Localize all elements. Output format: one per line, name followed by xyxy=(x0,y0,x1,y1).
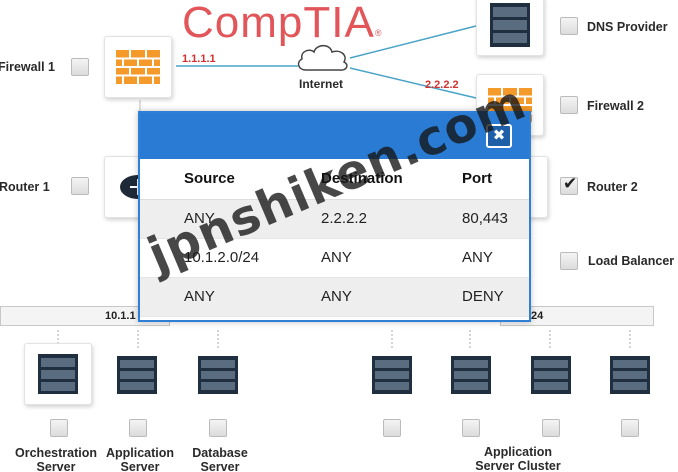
orchestration-server-label: Orchestration Server xyxy=(12,446,100,472)
checkmark-icon: ✔ xyxy=(563,174,578,194)
orchestration-label-line1: Orchestration xyxy=(15,446,97,460)
router2-checkbox[interactable]: ✔ xyxy=(560,174,578,195)
load-balancer-checkbox[interactable] xyxy=(560,252,578,270)
firewall2-label: Firewall 2 xyxy=(587,99,644,113)
database-label-line2: Server xyxy=(200,460,240,472)
cell-destination[interactable]: ANY xyxy=(293,277,435,317)
link-internet-dns xyxy=(349,25,477,59)
firewall1-device[interactable] xyxy=(104,36,172,98)
database-server-label: Database Server xyxy=(180,446,260,472)
cell-port[interactable]: 80,443 xyxy=(434,199,529,239)
database-label-line1: Database xyxy=(192,446,248,460)
application-server-label: Application Server xyxy=(100,446,180,472)
orchestration-server-device[interactable] xyxy=(24,343,92,405)
comptia-logo: CompTIA® xyxy=(182,0,383,47)
cluster-server-2-icon[interactable] xyxy=(451,356,491,394)
column-header-destination: Destination xyxy=(293,159,435,200)
firewall1-checkbox[interactable] xyxy=(71,58,89,76)
cluster-label-line2: Server Cluster xyxy=(475,459,561,472)
cluster-server-3-icon[interactable] xyxy=(531,356,571,394)
cell-port[interactable]: ANY xyxy=(434,238,529,278)
application-label-line2: Server xyxy=(120,460,160,472)
internet-cloud-icon xyxy=(297,44,348,71)
dns-provider-checkbox[interactable] xyxy=(560,17,578,35)
table-header-row: Source Destination Port xyxy=(140,159,529,200)
cluster-server-3-checkbox[interactable] xyxy=(542,419,560,437)
network-left-label: 10.1.1 xyxy=(105,310,136,322)
dns-server-device[interactable] xyxy=(476,0,544,56)
network-right-label: 24 xyxy=(531,310,544,322)
table-row[interactable]: ANY 2.2.2.2 80,443 xyxy=(140,199,529,239)
application-server-checkbox[interactable] xyxy=(129,419,147,437)
application-server-cluster-label: Application Server Cluster xyxy=(466,445,570,472)
network-bar-right: 24 xyxy=(500,306,654,326)
router1-checkbox[interactable] xyxy=(71,177,89,195)
dns-provider-label: DNS Provider xyxy=(587,20,668,34)
cell-port[interactable]: DENY xyxy=(434,277,529,317)
orchestration-label-line2: Server xyxy=(36,460,76,472)
firewall1-label: Firewall 1 xyxy=(0,60,55,74)
load-balancer-label: Load Balancer xyxy=(588,254,675,268)
cluster-label-line1: Application xyxy=(483,445,553,459)
cell-source[interactable]: ANY xyxy=(140,277,294,317)
firewall2-ip: 2.2.2.2 xyxy=(425,79,459,91)
cluster-server-4-icon[interactable] xyxy=(610,356,650,394)
cell-source[interactable]: ANY xyxy=(140,199,294,239)
cell-destination[interactable]: ANY xyxy=(293,238,435,278)
firewall2-checkbox[interactable] xyxy=(560,96,578,114)
close-button[interactable]: ✖ xyxy=(486,124,512,148)
cell-destination[interactable]: 2.2.2.2 xyxy=(293,199,435,239)
column-header-source: Source xyxy=(140,159,294,200)
link-internet-firewall2 xyxy=(349,67,477,99)
firewall-icon xyxy=(116,50,160,84)
table-row[interactable]: 10.1.2.0/24 ANY ANY xyxy=(140,238,529,278)
database-server-icon[interactable] xyxy=(198,356,238,394)
cluster-server-1-checkbox[interactable] xyxy=(383,419,401,437)
cluster-server-4-checkbox[interactable] xyxy=(621,419,639,437)
dialog-header: ✖ xyxy=(140,113,529,159)
orchestration-server-checkbox[interactable] xyxy=(50,419,68,437)
firewall-rules-dialog: ✖ Source Destination Port ANY 2.2.2.2 80… xyxy=(138,111,531,322)
table-row[interactable]: ANY ANY DENY xyxy=(140,277,529,317)
close-icon: ✖ xyxy=(492,126,506,144)
internet-label: Internet xyxy=(299,77,344,91)
cluster-server-1-icon[interactable] xyxy=(372,356,412,394)
cluster-server-2-checkbox[interactable] xyxy=(462,419,480,437)
rules-table: Source Destination Port ANY 2.2.2.2 80,4… xyxy=(140,159,529,317)
firewall1-ip: 1.1.1.1 xyxy=(182,53,216,65)
router1-label: Router 1 xyxy=(0,180,50,194)
database-server-checkbox[interactable] xyxy=(209,419,227,437)
server-icon xyxy=(38,354,78,394)
router2-label: Router 2 xyxy=(587,180,638,194)
server-icon xyxy=(490,3,530,47)
application-server-icon[interactable] xyxy=(117,356,157,394)
column-header-port: Port xyxy=(434,159,529,200)
application-label-line1: Application xyxy=(105,446,175,460)
cell-source[interactable]: 10.1.2.0/24 xyxy=(140,238,294,278)
network-bar-left: 10.1.1 xyxy=(0,306,170,326)
